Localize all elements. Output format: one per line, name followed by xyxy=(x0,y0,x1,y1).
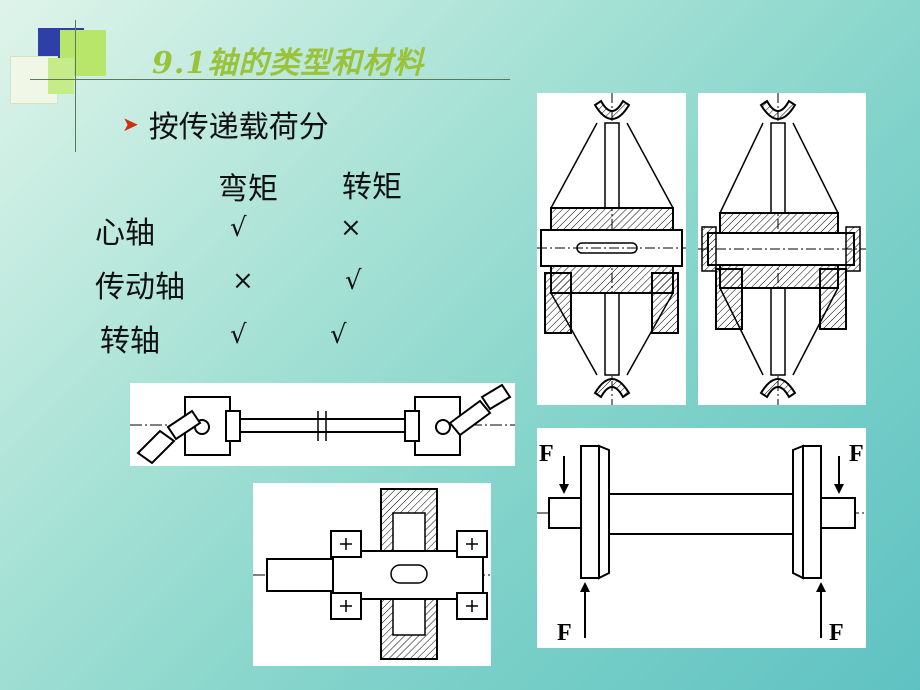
figure-gear-shaft xyxy=(253,483,491,666)
bullet-item: ➤ 按传递载荷分 xyxy=(122,102,329,146)
row-name-3: 转轴 xyxy=(100,324,160,359)
slide-title: 9.1轴的类型和材料 xyxy=(152,46,425,81)
arrow-bullet-icon: ➤ xyxy=(122,112,139,136)
figure-transmission-shaft xyxy=(130,383,515,466)
row2-torque-mark: √ xyxy=(345,266,362,296)
row1-bending-mark: √ xyxy=(230,213,247,243)
deco-square-green-bottom xyxy=(48,58,74,94)
row-name-1: 心轴 xyxy=(95,216,155,251)
deco-line-horizontal xyxy=(30,79,510,80)
figure-rotating-axle-pulley xyxy=(698,93,866,405)
row3-bending-mark: √ xyxy=(230,320,247,350)
figure-wheelset-axle: F F F F xyxy=(537,428,866,648)
header-torque: 转矩 xyxy=(342,170,402,205)
row2-bending-mark: × xyxy=(232,266,254,296)
force-label-top-right: F xyxy=(849,441,864,467)
force-label-bottom-right: F xyxy=(829,620,844,646)
row-name-2: 传动轴 xyxy=(95,270,185,305)
force-label-top-left: F xyxy=(539,441,554,467)
deco-line-vertical xyxy=(75,20,76,152)
force-label-bottom-left: F xyxy=(557,620,572,646)
bullet-text: 按传递载荷分 xyxy=(148,110,329,145)
header-bending: 弯矩 xyxy=(218,172,278,207)
figure-fixed-axle-pulley xyxy=(537,93,686,405)
row3-torque-mark: √ xyxy=(330,320,347,350)
row1-torque-mark: × xyxy=(340,213,362,243)
